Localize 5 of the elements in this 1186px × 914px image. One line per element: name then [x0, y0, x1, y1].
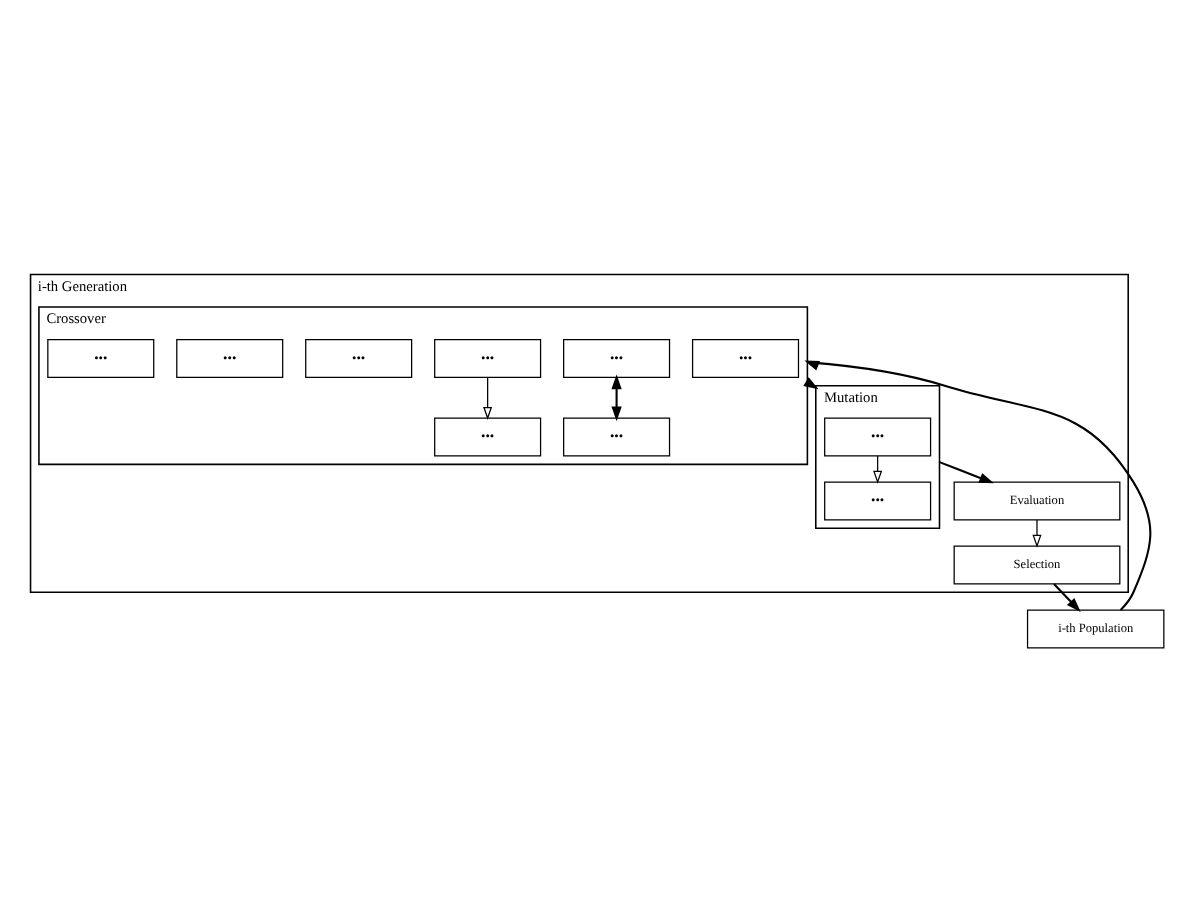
arrow — [1053, 583, 1081, 613]
arrow — [1032, 519, 1042, 548]
arrow — [939, 461, 994, 484]
arrow — [483, 377, 493, 420]
arrow — [611, 374, 622, 422]
